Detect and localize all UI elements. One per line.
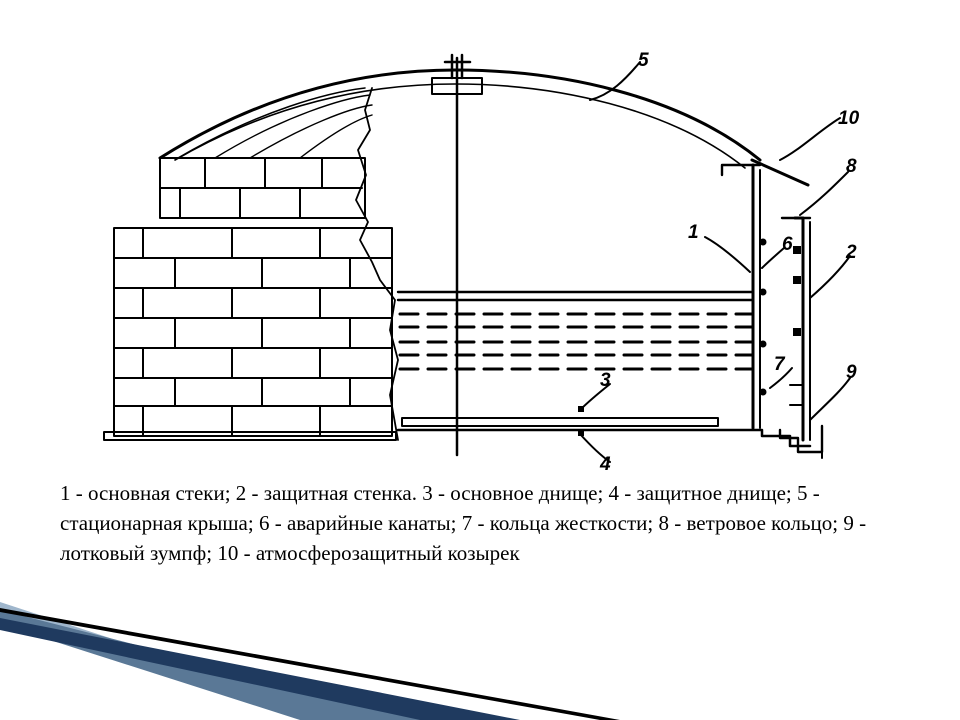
- brick-wall-upper: [159, 157, 366, 219]
- callout-6: 6: [782, 234, 793, 255]
- stationary-roof: [158, 68, 762, 162]
- callout-8: 8: [846, 156, 857, 177]
- foundation-slab: [103, 431, 397, 441]
- callout-9: 9: [846, 362, 857, 383]
- callout-2: 2: [845, 242, 857, 263]
- protective-bottom: [396, 428, 812, 448]
- roof-inner-line: [174, 83, 746, 169]
- weather-visor: [750, 158, 810, 187]
- callouts: 5 10 8 1 6 2 7 9 3 4: [599, 50, 860, 470]
- sump-tray: [778, 424, 824, 454]
- brick-wall-main: [113, 227, 393, 437]
- cutaway-edge: [355, 87, 399, 441]
- callout-4: 4: [599, 454, 611, 470]
- callout-7: 7: [774, 354, 786, 375]
- main-bottom: [401, 417, 719, 427]
- callout-3: 3: [600, 370, 611, 391]
- rope-anchor: [759, 238, 767, 246]
- tank-cross-section-diagram: 5 10 8 1 6 2 7 9 3 4: [103, 50, 860, 470]
- decorative-swoosh: [0, 602, 620, 720]
- callout-1: 1: [688, 222, 699, 243]
- callout-5: 5: [638, 50, 649, 71]
- callout-10: 10: [838, 108, 860, 129]
- diagram-caption: 1 - основная стеки; 2 - защитная стенка.…: [60, 481, 867, 565]
- liquid-dashes: [398, 312, 754, 371]
